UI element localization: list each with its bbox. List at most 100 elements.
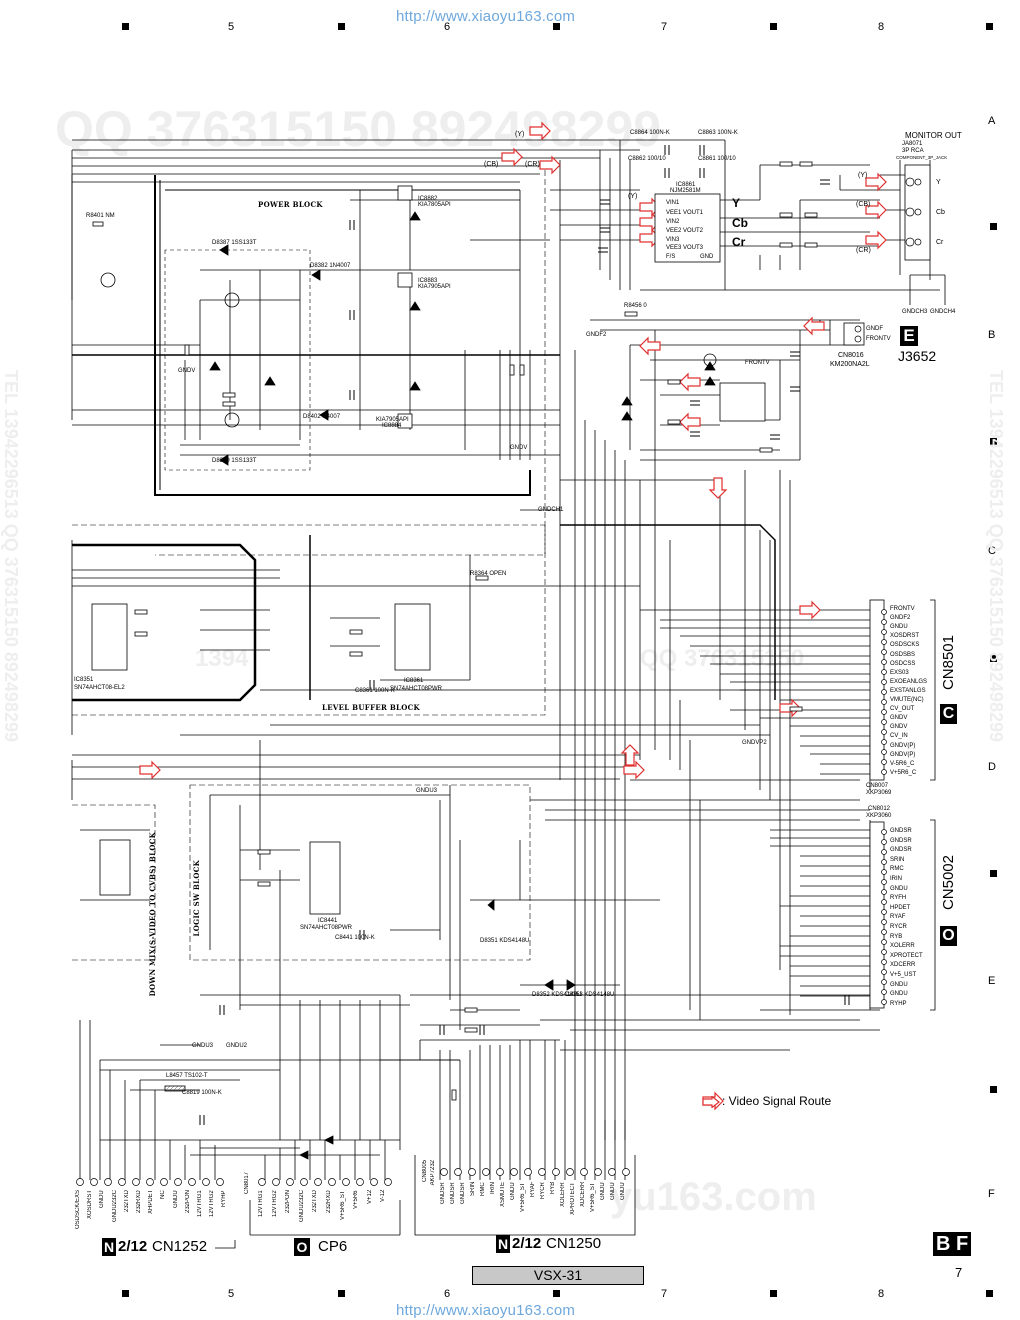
connector-pin-label: V+5R6_C — [890, 769, 917, 776]
ic8861-pin: F/S — [666, 254, 676, 260]
connector-pin-label: V+5R6_ST — [590, 1182, 596, 1212]
connector-pin-label: RMC — [890, 866, 904, 873]
watermark: yu163.com — [610, 1175, 817, 1219]
reg-mark — [990, 1086, 997, 1093]
connector-pin-label: OSDSCKS — [890, 642, 920, 649]
connector-pin-label: GNDU — [99, 1190, 106, 1208]
n-module-badge: N — [496, 1235, 510, 1253]
watermark: QQ 376315150 892498299 — [55, 101, 662, 157]
column-number: 5 — [228, 21, 235, 33]
gndu3-label: GNDU3 — [416, 788, 438, 794]
video-route-legend: : Video Signal Route — [722, 1094, 832, 1108]
connector-pin-label: XDCERR — [890, 962, 916, 969]
ic8361-part: SN74AHCT08PWR — [390, 686, 443, 692]
cn1252-name: CN1252 — [152, 1238, 208, 1255]
connector-pin-label: GNDSR — [890, 828, 912, 834]
connector-pin-label: GNDSR — [460, 1182, 466, 1204]
jack-pin-y: Y — [936, 179, 941, 186]
c8864-label: C8864 100N-K — [630, 130, 670, 136]
d8353-label: D8353 KDS4148U — [565, 992, 615, 998]
connector-pin-label: RYHP — [221, 1190, 228, 1207]
transistors — [100, 272, 717, 428]
reg-mark — [553, 23, 560, 30]
gndv-label: GNDV — [178, 368, 196, 374]
ic8441-ref: IC8441 — [318, 918, 338, 924]
connector-pin-label: CV_IN — [890, 733, 908, 740]
l8457-label: L8457 TS102-T — [166, 1073, 208, 1079]
jack-pin-cb: Cb — [936, 209, 945, 216]
r8456-label: R8456 0 — [624, 303, 647, 309]
row-letter: A — [988, 115, 996, 127]
capacitors — [199, 145, 850, 1125]
row-letter: F — [988, 1188, 995, 1200]
gndu2-label: GNDU2 — [226, 1043, 248, 1049]
cn8007-ref: CN8007 — [866, 783, 889, 789]
ic8351-part: SN74AHCT08-EL2 — [74, 685, 125, 691]
ic8441-part: SN74AHCT08PWR — [300, 925, 353, 931]
bottom-url[interactable]: http://www.xiaoyu163.com — [396, 1302, 576, 1319]
o-module-badge: O — [294, 1238, 310, 1256]
connector-pin-label: GNDU232C — [111, 1190, 118, 1223]
connector-brackets — [215, 599, 936, 1249]
c8861-label: C8861 100/10 — [698, 156, 736, 162]
ic8884-part: KIA7905API — [376, 417, 409, 423]
connector-pin-label: 232TXD — [123, 1190, 130, 1213]
connector-pin-label: GNDU232C — [298, 1190, 305, 1223]
ic8861-pin: GND — [700, 254, 714, 260]
d8387-label: D8387 1SS133T — [212, 240, 257, 246]
ic8882-part: KIA7805API — [418, 202, 451, 208]
connector-pin-label: GNDV — [890, 724, 908, 731]
connector-pin-label: FRONTV — [890, 606, 915, 612]
connector-pin-label: 12VTRG1 — [197, 1190, 203, 1217]
connector-pin-label: RMC — [480, 1182, 486, 1196]
connector-pin-label: GNDU — [890, 624, 908, 631]
connector-pin-label: RYAF — [890, 914, 906, 921]
c8862-label: C8862 100/10 — [628, 156, 666, 162]
connector-pin-label: GNDU — [610, 1182, 616, 1200]
monitor-out-part: JA8071 — [902, 141, 923, 147]
route-label-y: (Y) — [858, 172, 868, 179]
cn8005-ref: CN8005 — [422, 1160, 428, 1183]
connector-pin-label: 232PON — [285, 1190, 292, 1214]
ic8882-ref: IC8882 — [418, 196, 438, 202]
row-letter: B — [988, 329, 996, 341]
connector-pin-label: 232PON — [184, 1190, 191, 1214]
reg-mark — [338, 1290, 345, 1297]
connector-pin-label: GNDU — [510, 1182, 516, 1200]
connector-pin-label: GNDSR — [450, 1182, 456, 1204]
connector-pin-label: 232TXD — [312, 1190, 319, 1213]
column-number: 6 — [444, 1288, 451, 1300]
reg-mark — [770, 1290, 777, 1297]
connector-pin-label: CV_OUT — [890, 706, 915, 713]
cn8012-part: XKP3060 — [866, 813, 892, 819]
connector-pin-label: HPDET — [890, 904, 911, 911]
connector-pin-label: GNDU — [890, 991, 908, 998]
top-url[interactable]: http://www.xiaoyu163.com — [396, 8, 576, 25]
gndch3-label: GNDCH3 — [902, 309, 928, 315]
route-label-y: (Y) — [628, 193, 638, 200]
ic8883-ref: IC8883 — [418, 278, 438, 284]
route-label-cr: (CR) — [856, 247, 871, 254]
connector-pin-label: GNDU — [620, 1182, 626, 1200]
reg-mark — [990, 438, 997, 445]
watermark: QQ 376315150 — [640, 645, 805, 672]
connector-pin-label: 232RXD — [326, 1190, 332, 1213]
connector-pin-label: GNDSR — [890, 847, 912, 854]
d8352-label: D8352 KDS4148U — [532, 992, 582, 998]
connector-pin-label: GNDSR — [890, 837, 912, 844]
c-module-badge: C — [940, 704, 957, 724]
connector-pin-label: RYHP — [890, 1000, 907, 1007]
logic-sw-block-title: LOGIC SW BLOCK — [192, 860, 201, 937]
connector-pin-label: GNDF2 — [890, 615, 911, 622]
level-buffer-block-title: LEVEL BUFFER BLOCK — [322, 703, 420, 712]
cp6-name: CP6 — [318, 1238, 348, 1255]
page-tag: B F — [933, 1232, 972, 1256]
row-letter: D — [988, 761, 996, 773]
connector-pin-label: EXSTANLGS — [890, 687, 926, 694]
cn8005-part: AKP7232 — [430, 1160, 436, 1186]
cn1250-sheet: 2/12 — [512, 1235, 542, 1252]
connector-pin-label: SRIN — [890, 856, 905, 863]
connector-pin-label: IRIN — [490, 1182, 496, 1194]
n-module-badge: N — [102, 1238, 116, 1256]
cn8012-ref: CN8012 — [868, 806, 891, 812]
